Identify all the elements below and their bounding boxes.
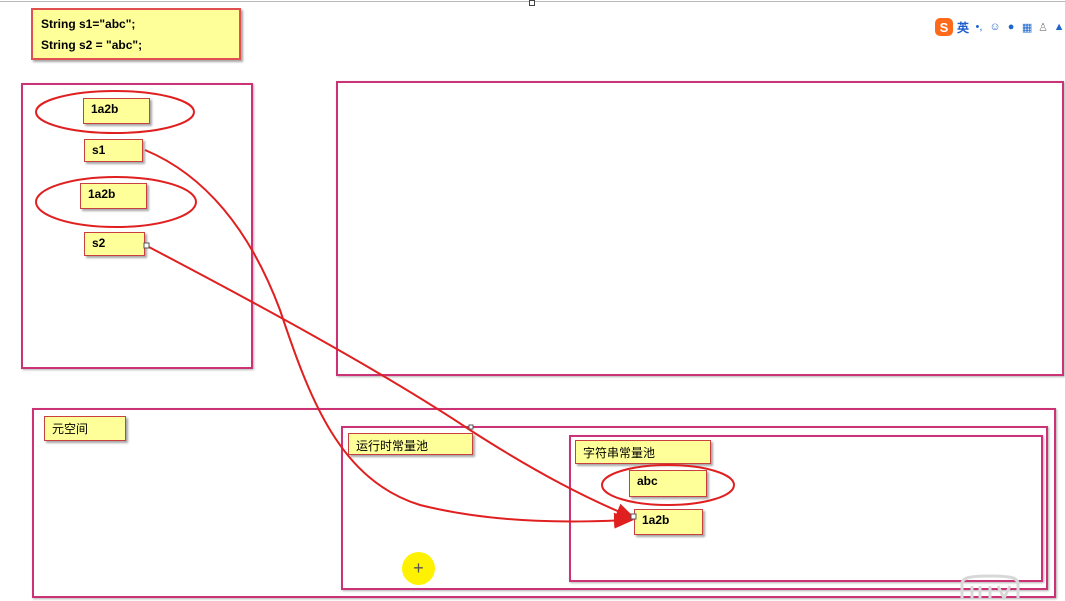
heap-region [336,81,1064,376]
code-line-1: String s1="abc"; [41,17,136,31]
user-icon[interactable]: ♙ [1038,21,1048,34]
crosshair-icon: + [413,558,424,578]
sogou-logo-icon[interactable]: S [935,18,953,36]
microphone-icon[interactable]: ● [1007,21,1015,33]
code-note: String s1="abc"; String s2 = "abc"; [31,8,241,60]
selection-handle[interactable] [529,0,535,6]
ime-language-toggle[interactable]: 英 [957,20,970,35]
punctuation-icon[interactable]: •, [975,21,983,33]
keyboard-icon[interactable]: ▦ [1021,21,1033,34]
stack-variable-s2: s2 [84,232,145,256]
stack-region [21,83,253,369]
string-pool-entry-abc: abc [629,470,707,497]
stack-object-1a2b-first: 1a2b [83,98,150,124]
ime-toolbar: S 英 •, ☺ ● ▦ ♙ ▲ [935,17,1065,37]
string-pool-entry-address: 1a2b [634,509,703,535]
code-line-2: String s2 = "abc"; [41,38,143,52]
watermark-logo-icon [960,574,1020,600]
stack-object-1a2b-second: 1a2b [80,183,147,209]
cursor-highlight: + [402,552,435,585]
stack-variable-s1: s1 [84,139,143,162]
runtime-constant-pool-label: 运行时常量池 [348,433,473,455]
metaspace-label: 元空间 [44,416,126,441]
shirt-icon[interactable]: ▲ [1053,21,1065,33]
string-constant-pool-label: 字符串常量池 [575,440,711,464]
emoji-icon[interactable]: ☺ [989,21,1001,33]
